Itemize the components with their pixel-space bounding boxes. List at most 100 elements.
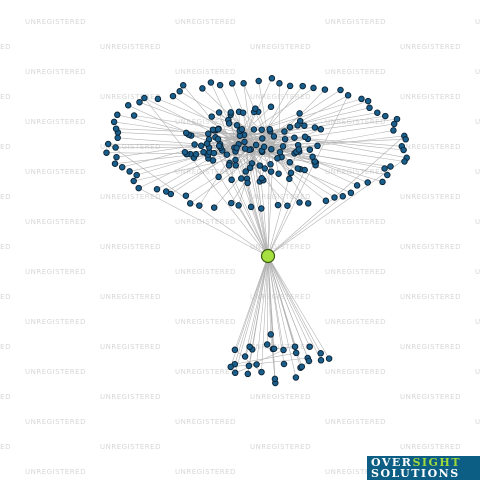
watermark-text: UNREGISTERED — [400, 443, 461, 451]
network-node — [215, 109, 223, 116]
network-edge — [243, 83, 273, 154]
watermark-text: UNREGISTERED — [175, 268, 236, 276]
watermark-text: UNREGISTERED — [175, 18, 236, 26]
network-node — [176, 88, 183, 95]
network-node — [182, 129, 190, 137]
network-node — [104, 140, 112, 148]
network-edge — [234, 255, 269, 350]
network-node — [374, 109, 381, 116]
network-node — [154, 95, 162, 103]
network-edge — [139, 101, 274, 153]
watermark-text: UNREGISTERED — [0, 293, 11, 301]
network-node — [286, 82, 294, 90]
network-node — [304, 200, 312, 207]
network-edge — [261, 255, 269, 373]
network-edge — [190, 149, 265, 204]
network-node — [241, 145, 249, 152]
network-edge — [234, 255, 269, 373]
watermark-text: UNREGISTERED — [175, 218, 236, 226]
network-edge — [172, 95, 242, 143]
watermark-text: UNREGISTERED — [175, 168, 236, 176]
oversight-solutions-logo: OVERSIGHT SOLUTIONS — [367, 456, 480, 480]
logo-text-over: OVER — [371, 456, 413, 469]
watermark-text: UNREGISTERED — [0, 443, 11, 451]
network-edge — [166, 152, 236, 192]
network-node — [112, 144, 119, 151]
network-node — [331, 194, 338, 201]
network-node — [276, 148, 284, 156]
watermark-text: UNREGISTERED — [100, 193, 161, 201]
network-edge — [267, 255, 321, 354]
network-node — [203, 140, 211, 147]
network-node — [162, 188, 170, 195]
network-node — [124, 102, 132, 109]
network-node — [364, 179, 371, 186]
network-edge — [266, 130, 394, 155]
network-node — [256, 162, 264, 169]
network-node — [305, 357, 313, 365]
watermark-text: UNREGISTERED — [25, 168, 86, 176]
network-node — [258, 126, 265, 133]
watermark-text: UNREGISTERED — [250, 43, 311, 51]
watermark-text: UNREGISTERED — [475, 418, 480, 426]
network-node — [225, 120, 233, 127]
network-node — [280, 346, 287, 354]
network-node — [270, 133, 278, 140]
network-node — [141, 94, 148, 102]
network-node — [250, 126, 258, 133]
network-node — [382, 112, 389, 120]
network-node — [275, 170, 282, 177]
network-node — [192, 151, 200, 158]
network-edge — [108, 143, 269, 257]
network-edge — [267, 255, 272, 335]
network-node — [130, 177, 137, 185]
network-node — [401, 158, 408, 165]
watermark-text: UNREGISTERED — [400, 143, 461, 151]
watermark-text: UNREGISTERED — [475, 218, 480, 226]
network-node — [281, 128, 288, 135]
network-node — [182, 192, 190, 199]
network-node — [112, 125, 120, 132]
watermark-text: UNREGISTERED — [400, 43, 461, 51]
network-node — [225, 162, 233, 169]
watermark-text: UNREGISTERED — [400, 193, 461, 201]
network-node — [266, 125, 273, 133]
watermark-text: UNREGISTERED — [100, 343, 161, 351]
network-edge — [267, 196, 343, 257]
watermark-text: UNREGISTERED — [400, 93, 461, 101]
network-node — [274, 201, 282, 209]
network-node — [199, 85, 206, 92]
network-node — [245, 362, 253, 370]
network-node — [252, 141, 260, 149]
network-edge — [200, 145, 269, 257]
network-node — [384, 171, 391, 179]
watermark-text: UNREGISTERED — [325, 18, 386, 26]
network-node — [179, 82, 187, 89]
network-node — [228, 80, 236, 87]
network-node — [271, 375, 279, 383]
network-node — [215, 173, 222, 181]
watermark-text: UNREGISTERED — [400, 343, 461, 351]
network-node — [228, 176, 235, 184]
network-node — [344, 92, 352, 99]
network-node — [286, 159, 294, 166]
watermark-text: UNREGISTERED — [325, 468, 386, 476]
network-node — [310, 84, 317, 92]
network-edge — [256, 255, 269, 365]
network-node — [126, 168, 133, 175]
network-node — [339, 193, 347, 200]
network-edge — [138, 187, 269, 257]
network-node — [263, 341, 271, 348]
network-edge — [234, 352, 297, 365]
watermark-text: UNREGISTERED — [25, 268, 86, 276]
network-node — [366, 104, 373, 112]
network-edge — [267, 255, 276, 379]
network-node — [279, 143, 287, 150]
network-node — [322, 197, 330, 205]
network-edge — [247, 349, 253, 374]
network-node — [317, 350, 324, 357]
watermark-text: UNREGISTERED — [0, 43, 11, 51]
network-node — [169, 92, 177, 100]
network-node — [353, 182, 361, 189]
